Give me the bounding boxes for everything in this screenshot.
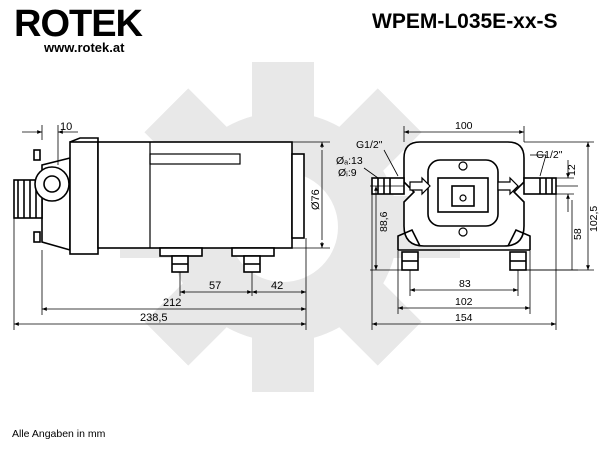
units-footnote: Alle Angaben in mm xyxy=(12,428,106,440)
dim-102-5: 102,5 xyxy=(588,206,600,232)
dim-diameter-76: Ø76 xyxy=(310,189,322,210)
dim-58: 58 xyxy=(572,228,584,240)
dim-238-5: 238,5 xyxy=(140,312,168,324)
model-number: WPEM-L035E-xx-S xyxy=(372,10,558,33)
dim-212: 212 xyxy=(163,297,181,309)
motor-endcap xyxy=(291,153,305,239)
side-view xyxy=(13,137,305,273)
outlet-fitting xyxy=(34,166,70,202)
mount-foot-left xyxy=(159,247,203,257)
front-view xyxy=(371,141,557,271)
dim-100: 100 xyxy=(455,120,473,132)
dim-10: 10 xyxy=(60,121,72,133)
mount-foot-right xyxy=(231,247,275,257)
port-label-left: G1/2" xyxy=(356,139,383,151)
mount-bracket xyxy=(397,228,421,250)
dim-102: 102 xyxy=(455,296,473,308)
hose-outer-diameter: Øₐ:13 xyxy=(336,155,363,167)
dim-57: 57 xyxy=(209,280,221,292)
dim-12: 12 xyxy=(566,164,578,176)
motor-body xyxy=(97,141,293,249)
brand-logo: ROTEK xyxy=(14,3,143,45)
dim-42: 42 xyxy=(271,280,283,292)
hose-inner-diameter: Øᵢ:9 xyxy=(338,167,357,179)
dim-154: 154 xyxy=(455,312,473,324)
dim-83: 83 xyxy=(459,278,471,290)
website-url: www.rotek.at xyxy=(44,40,125,55)
dim-88-6: 88,6 xyxy=(378,211,390,232)
port-label-right: G1/2" xyxy=(536,149,563,161)
